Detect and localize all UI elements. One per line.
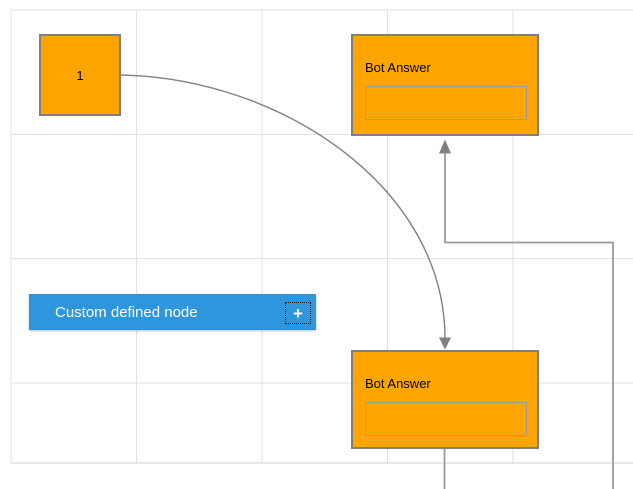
add-node-button[interactable]: + [285, 302, 311, 324]
connector-orthogonal-bottom-bot-to-top-bot[interactable] [439, 139, 614, 489]
bot-answer-node-bottom[interactable]: Bot Answer [351, 350, 539, 449]
bot-answer-title: Bot Answer [365, 376, 431, 391]
connector-bezier-path[interactable] [120, 74, 446, 339]
connector-orthogonal-target-segment[interactable] [444, 153, 614, 489]
start-node-label: 1 [76, 67, 84, 83]
arrowhead-down-icon [439, 337, 451, 350]
plus-icon: + [293, 303, 303, 323]
bot-answer-input[interactable] [365, 86, 527, 120]
bot-answer-title: Bot Answer [365, 60, 431, 75]
connector-bezier-start-to-bottom-bot[interactable] [120, 74, 452, 350]
bot-answer-input[interactable] [365, 402, 527, 436]
custom-node-label: Custom defined node [55, 303, 198, 321]
arrowhead-up-icon [439, 139, 451, 154]
bot-answer-node-top[interactable]: Bot Answer [351, 34, 539, 136]
start-node[interactable]: 1 [39, 34, 121, 116]
custom-defined-node[interactable]: Custom defined node + [29, 294, 316, 330]
